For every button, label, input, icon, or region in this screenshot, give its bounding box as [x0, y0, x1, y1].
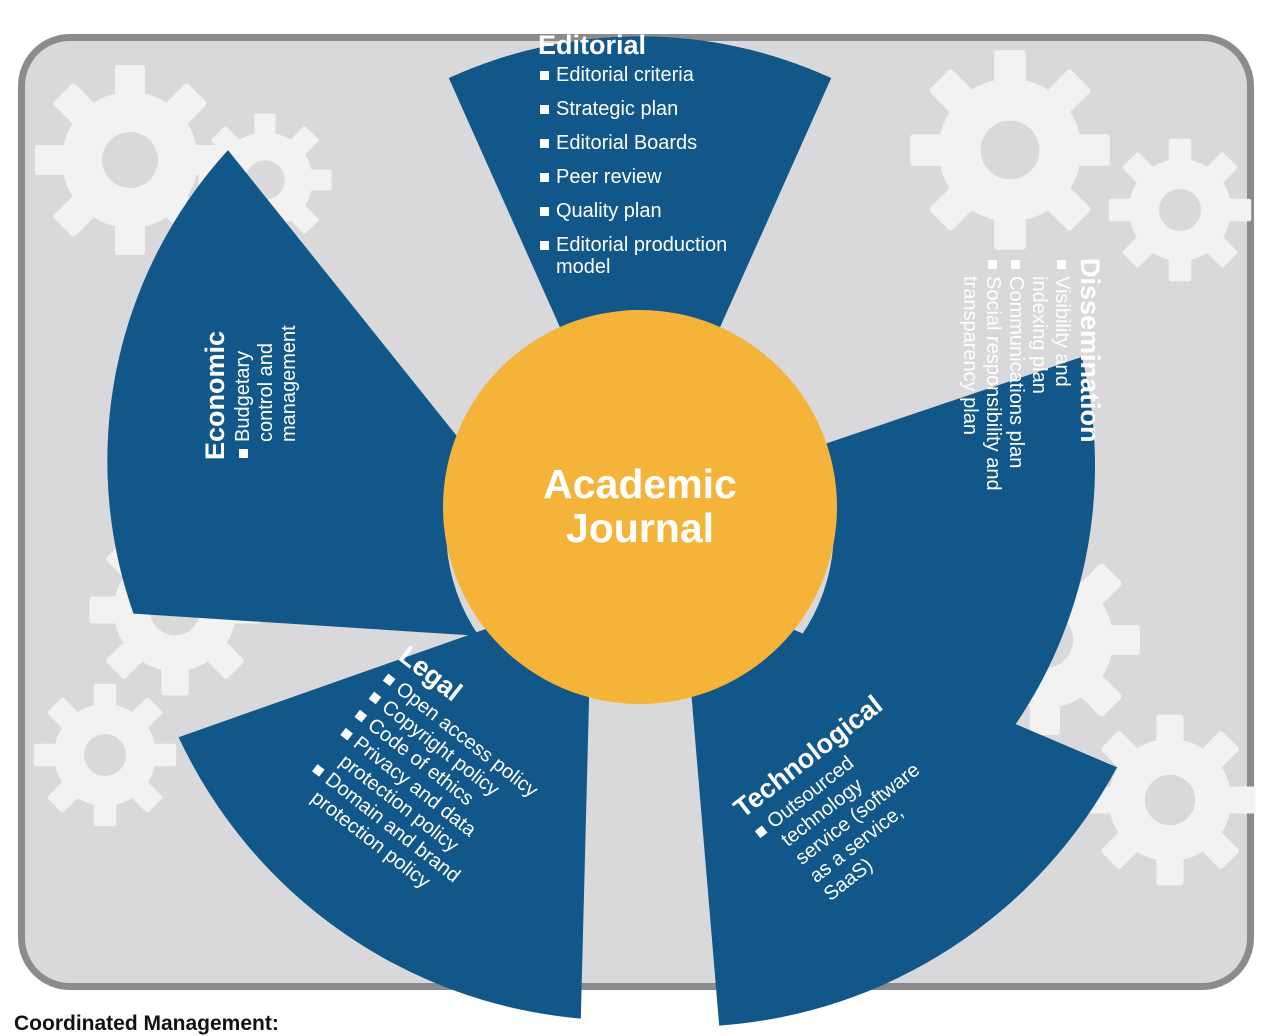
- gear-icon: [1084, 714, 1256, 886]
- list-item: Editorial Boards: [538, 132, 761, 154]
- dissemination-title: Dissemination: [1075, 258, 1105, 443]
- gear-icon: [1108, 138, 1252, 282]
- economic-title: Economic: [200, 330, 230, 460]
- gear-icon: [910, 50, 1110, 250]
- center-label: Academic Journal: [480, 462, 800, 550]
- economic-list: Budgetary control and management: [232, 317, 301, 460]
- list-item: Communications plan: [1004, 258, 1027, 531]
- list-item: Editorial criteria: [538, 64, 761, 86]
- editorial-text: Editorial Editorial criteria Strategic p…: [538, 30, 761, 278]
- center-circle: [443, 310, 837, 704]
- gear-icon: [33, 683, 177, 827]
- dissemination-text: Dissemination Visibility and indexing pl…: [958, 258, 1105, 531]
- editorial-list: Editorial criteria Strategic plan Editor…: [538, 64, 761, 278]
- list-item: Editorial production model: [538, 234, 761, 278]
- list-item: Peer review: [538, 166, 761, 188]
- economic-text: Economic Budgetary control and managemen…: [200, 317, 301, 460]
- list-item: Strategic plan: [538, 98, 761, 120]
- center-line-1: Academic: [543, 461, 737, 507]
- editorial-title: Editorial: [538, 30, 647, 60]
- center-line-2: Journal: [565, 505, 715, 551]
- footer-label: Coordinated Management:: [14, 1012, 279, 1035]
- list-item: Quality plan: [538, 200, 761, 222]
- list-item: Social responsibility and transparency p…: [958, 258, 1004, 531]
- dissemination-list: Visibility and indexing plan Communicati…: [958, 258, 1073, 531]
- list-item: Budgetary control and management: [232, 317, 301, 460]
- list-item: Visibility and indexing plan: [1027, 258, 1073, 426]
